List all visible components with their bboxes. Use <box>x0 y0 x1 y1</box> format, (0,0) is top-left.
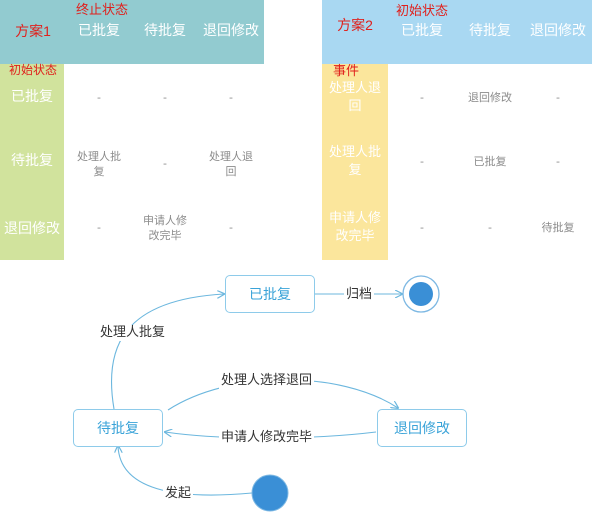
edge-label-approve: 处理人批复 <box>98 325 168 341</box>
plan2-cell: 待批复 <box>541 221 575 235</box>
edge-label-initiate: 发起 <box>163 486 194 502</box>
plan2-col-header: 退回修改 <box>530 23 586 40</box>
plan1-row-label: 待批复 <box>11 153 53 170</box>
plan2-header-row <box>322 0 592 64</box>
state-approved: 已批复 <box>225 275 315 313</box>
edge-label-archive: 归档 <box>344 287 375 303</box>
plan2-col-group-label: 初始状态 <box>396 2 449 18</box>
state-pending: 待批复 <box>73 409 163 447</box>
plan2-cell: - <box>420 91 424 105</box>
plan1-row-group-label: 初始状态 <box>8 62 57 77</box>
plan1-row-label: 退回修改 <box>4 221 60 238</box>
plan2-row-group-label: 事件 <box>332 62 359 78</box>
plan2-col-header: 已批复 <box>401 23 443 40</box>
plan2-row-label: 处理人批复 <box>328 144 381 178</box>
plan1-cell: - <box>97 221 101 235</box>
plan1-col-header: 已批复 <box>78 23 120 40</box>
plan2-row-label-column <box>322 64 388 260</box>
plan1-col-header: 待批复 <box>144 23 186 40</box>
plan1-cell: 处理人批复 <box>77 149 121 178</box>
plan1-cell: - <box>229 91 233 105</box>
plan2-row-label: 申请人修改完毕 <box>328 210 381 244</box>
end-node-inner <box>409 282 433 306</box>
plan2-cell: 已批复 <box>473 155 507 169</box>
edge-initiate <box>118 446 253 496</box>
plan2-cell: - <box>420 155 424 169</box>
plan1-row-label: 已批复 <box>11 89 53 106</box>
plan2-cell: - <box>556 91 560 105</box>
plan1-row-label-column <box>0 64 64 260</box>
plan2-col-header: 待批复 <box>469 23 511 40</box>
plan2-cell: - <box>488 221 492 235</box>
plan1-title: 方案1 <box>15 23 51 40</box>
state-returned: 退回修改 <box>377 409 467 447</box>
plan1-cell: 处理人退回 <box>209 149 253 178</box>
plan1-header-row <box>0 0 264 64</box>
plan1-cell: - <box>97 91 101 105</box>
start-node <box>251 474 289 512</box>
plan1-col-header: 退回修改 <box>203 23 259 40</box>
plan2-title: 方案2 <box>337 17 373 34</box>
edge-label-select-return: 处理人选择退回 <box>219 373 315 389</box>
plan2-row-label: 处理人退回 <box>328 80 381 114</box>
plan1-cell: - <box>163 157 167 171</box>
plan2-cell: 退回修改 <box>468 91 512 105</box>
plan2-cell: - <box>556 155 560 169</box>
plan1-cell: 申请人修改完毕 <box>143 213 187 242</box>
plan1-cell: - <box>163 91 167 105</box>
edge-label-modify-done: 申请人修改完毕 <box>219 430 315 446</box>
plan1-col-group-label: 终止状态 <box>76 1 129 17</box>
plan1-cell: - <box>229 221 233 235</box>
plan2-cell: - <box>420 221 424 235</box>
